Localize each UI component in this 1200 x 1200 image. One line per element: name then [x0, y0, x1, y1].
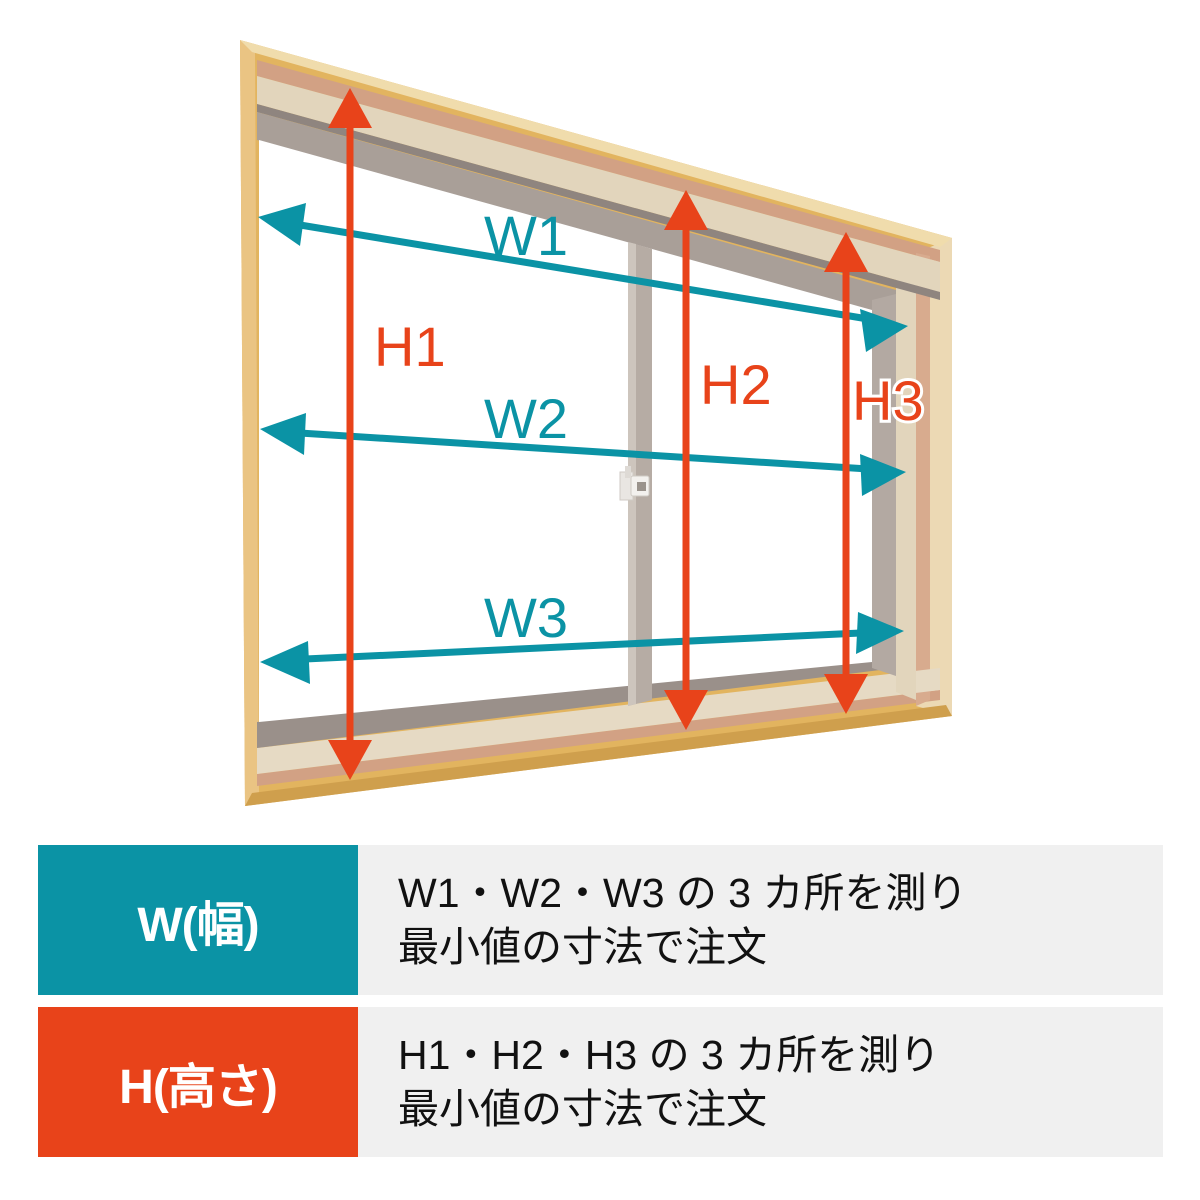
- h1-arrowhead-bottom: [328, 740, 372, 780]
- frame-left-edge-highlight: [240, 40, 259, 806]
- height-arrow-h2: [664, 190, 708, 730]
- legend-table: W(幅) W1・W2・W3 の 3 カ所を測り 最小値の寸法で注文 H(高さ) …: [38, 845, 1163, 1169]
- h1-arrowhead-top: [328, 88, 372, 128]
- legend-desc-width-line1: W1・W2・W3 の 3 カ所を測り: [398, 869, 968, 916]
- legend-desc-height-line1: H1・H2・H3 の 3 カ所を測り: [398, 1031, 941, 1078]
- label-w1: W1: [484, 204, 568, 267]
- window-center-mullion: [619, 242, 652, 706]
- h3-arrowhead-bottom: [824, 674, 868, 714]
- crescent-lock-icon: [619, 466, 650, 501]
- width-arrow-w3: [260, 612, 904, 684]
- frame-top-bevel: [240, 40, 952, 247]
- glass-pane: [259, 140, 872, 722]
- measurement-labels: W1 W2 W3 H1 H2 H3: [374, 204, 927, 649]
- casing-band-salmon-top: [257, 60, 940, 262]
- legend-desc-width-line2: 最小値の寸法で注文: [398, 924, 767, 970]
- legend-row-width: W(幅) W1・W2・W3 の 3 カ所を測り 最小値の寸法で注文: [38, 845, 1163, 995]
- label-w3: W3: [484, 586, 568, 649]
- h2-arrowhead-bottom: [664, 690, 708, 730]
- label-h1: H1: [374, 315, 446, 378]
- casing-band-salmon-bottom: [257, 690, 940, 786]
- casing-band-cream-right: [896, 262, 916, 700]
- label-w2: W2: [484, 387, 568, 450]
- width-measurement-group: [258, 203, 908, 684]
- label-h2: H2: [700, 353, 772, 416]
- width-arrow-w2: [260, 413, 906, 496]
- legend-desc-width: W1・W2・W3 の 3 カ所を測り 最小値の寸法で注文: [358, 845, 1163, 995]
- legend-desc-height-line2: 最小値の寸法で注文: [398, 1086, 767, 1132]
- width-arrow-w1: [258, 203, 908, 352]
- w1-arrowhead-right: [860, 309, 908, 352]
- casing-band-cream-bottom: [257, 668, 940, 774]
- height-measurement-group: [328, 88, 868, 780]
- legend-row-height: H(高さ) H1・H2・H3 の 3 カ所を測り 最小値の寸法で注文: [38, 1007, 1163, 1157]
- casing-band-grey-right: [872, 294, 896, 676]
- frame-bottom-bevel: [245, 705, 952, 806]
- window-measurement-diagram: W1 W2 W3 H1 H2 H3: [240, 40, 952, 806]
- h2-arrowhead-top: [664, 190, 708, 230]
- casing-band-grey-top: [257, 112, 896, 318]
- casing-band-grey-top-dark: [257, 104, 940, 300]
- casing-band-cream-top: [257, 76, 940, 292]
- h3-arrowhead-top: [824, 232, 868, 272]
- legend-key-height: H(高さ): [38, 1007, 358, 1157]
- window-glass-area: [259, 140, 872, 722]
- height-arrow-h3: [824, 232, 868, 714]
- w2-arrowhead-left: [260, 413, 306, 455]
- height-arrow-h1: [328, 88, 372, 780]
- w1-arrowhead-left: [258, 203, 306, 246]
- legend-key-width: W(幅): [38, 845, 358, 995]
- label-h3: H3: [852, 369, 924, 432]
- casing-band-salmon-right: [916, 253, 930, 706]
- w3-arrowhead-left: [260, 641, 310, 684]
- w3-arrowhead-right: [856, 612, 904, 654]
- window-inner-casing: [257, 60, 940, 786]
- legend-desc-height: H1・H2・H3 の 3 カ所を測り 最小値の寸法で注文: [358, 1007, 1163, 1157]
- w2-arrowhead-right: [860, 454, 906, 496]
